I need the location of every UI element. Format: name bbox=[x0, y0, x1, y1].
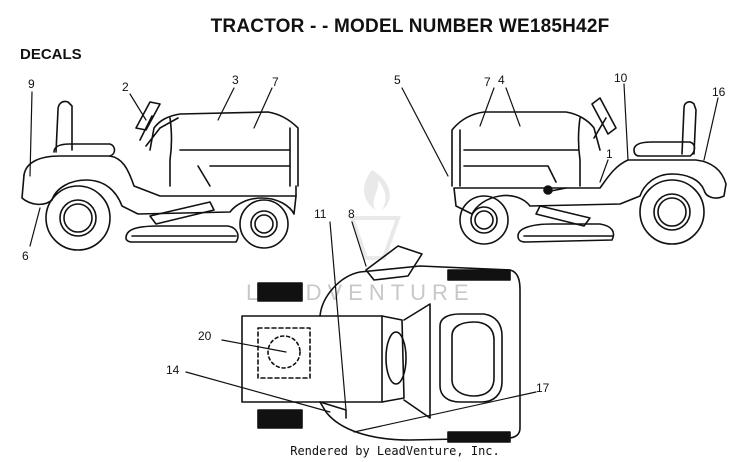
callout-16: 16 bbox=[712, 85, 726, 99]
callout-4: 4 bbox=[498, 73, 505, 87]
diagram-title: TRACTOR - - MODEL NUMBER WE185H42F bbox=[210, 16, 610, 37]
callout-11: 11 bbox=[314, 207, 327, 221]
callout-6: 6 bbox=[22, 249, 29, 263]
callout-5: 5 bbox=[394, 73, 401, 87]
callout-3: 3 bbox=[232, 73, 239, 87]
watermark-logo bbox=[349, 170, 401, 260]
callout-14: 14 bbox=[166, 363, 180, 377]
callout-20: 20 bbox=[198, 329, 212, 343]
callout-numbers: 9 2 3 7 6 5 7 4 10 16 1 8 11 20 14 17 bbox=[22, 71, 726, 395]
callout-7-left: 7 bbox=[272, 75, 279, 89]
section-heading: DECALS bbox=[20, 46, 82, 63]
callout-8: 8 bbox=[348, 207, 355, 221]
callout-2: 2 bbox=[122, 80, 129, 94]
callout-17: 17 bbox=[536, 381, 550, 395]
callout-1: 1 bbox=[606, 147, 613, 161]
callout-7-right: 7 bbox=[484, 75, 491, 89]
footer-credit: Rendered by LeadVenture, Inc. bbox=[290, 444, 500, 458]
callout-9: 9 bbox=[28, 77, 35, 91]
tractor-top-view bbox=[241, 245, 521, 443]
tractor-right-side-view bbox=[451, 97, 727, 245]
callout-leader-lines bbox=[29, 83, 719, 433]
callout-10: 10 bbox=[614, 71, 628, 85]
tractor-left-side-view bbox=[21, 100, 299, 251]
